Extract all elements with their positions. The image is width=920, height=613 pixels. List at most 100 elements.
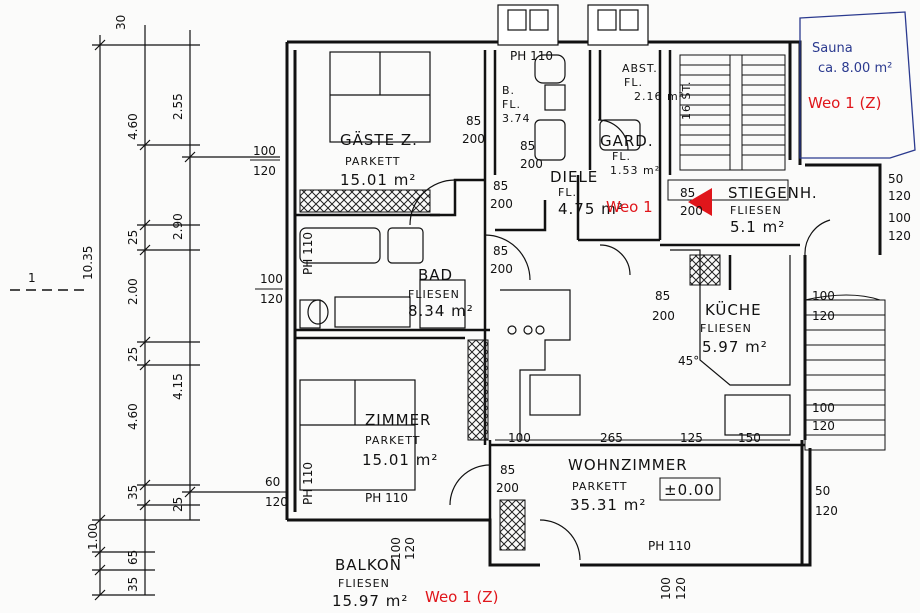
svg-text:GARD.: GARD. (600, 132, 654, 150)
axis-label: 1 (28, 271, 36, 285)
svg-text:±0.00: ±0.00 (664, 481, 715, 499)
svg-text:KÜCHE: KÜCHE (705, 300, 762, 319)
room-diele: DIELE FL. 4.75 m² (550, 168, 624, 218)
svg-text:100: 100 (508, 431, 531, 445)
svg-text:15.01 m²: 15.01 m² (340, 171, 416, 189)
room-balkon: BALKON FLIESEN 15.97 m² (332, 556, 407, 610)
svg-text:FLIESEN: FLIESEN (408, 288, 460, 301)
svg-text:FL.: FL. (612, 150, 631, 163)
svg-text:5.1 m²: 5.1 m² (730, 218, 785, 236)
svg-text:FL.: FL. (624, 76, 643, 89)
svg-text:100: 100 (253, 144, 276, 158)
dim-seg-100: 1.00 (86, 523, 100, 550)
sauna-tag: Weo 1 (Z) (808, 94, 881, 112)
svg-text:200: 200 (490, 197, 513, 211)
svg-text:PH 110: PH 110 (301, 232, 315, 275)
svg-text:100: 100 (389, 537, 403, 560)
svg-text:ZIMMER: ZIMMER (365, 411, 431, 429)
svg-text:B.: B. (502, 84, 515, 97)
svg-text:200: 200 (680, 204, 703, 218)
room-wc: B. FL. 3.74 (502, 84, 531, 125)
sauna-annex: Sauna ca. 8.00 m² Weo 1 (Z) (799, 11, 916, 159)
door-dims: 85 200 85 200 85 200 85 200 85 200 85 20… (462, 114, 703, 495)
wohnzimmer-dims: 100 265 125 150 (495, 431, 790, 445)
svg-text:150: 150 (738, 431, 761, 445)
dim-seg-460b: 4.60 (126, 403, 140, 430)
svg-text:PARKETT: PARKETT (365, 434, 421, 447)
dim-seg-415: 4.15 (171, 373, 185, 400)
svg-text:2.16 m²: 2.16 m² (634, 90, 684, 103)
dim-seg-65: 65 (126, 550, 140, 565)
room-zimmer: ZIMMER PARKETT 15.01 m² (362, 411, 438, 469)
svg-text:1.53 m²: 1.53 m² (610, 164, 660, 177)
dim-seg-460a: 4.60 (126, 113, 140, 140)
dim-seg-25b: 25 (126, 347, 140, 362)
svg-text:120: 120 (888, 189, 911, 203)
svg-text:PH 110: PH 110 (301, 462, 315, 505)
svg-text:85: 85 (655, 289, 670, 303)
right-dims: 50 120 100 120 100 120 100 120 50 120 (812, 172, 911, 518)
room-gard: GARD. FL. 1.53 m² (600, 132, 660, 177)
bottom-dims: 100 120 100 120 (389, 537, 688, 600)
svg-text:125: 125 (680, 431, 703, 445)
sauna-label: Sauna (812, 41, 853, 56)
svg-text:GÄSTE Z.: GÄSTE Z. (340, 130, 418, 149)
stair-label: 16 ST. (680, 81, 693, 120)
svg-text:FL.: FL. (558, 186, 577, 199)
svg-text:85: 85 (493, 179, 508, 193)
entrance-arrow-icon (688, 188, 712, 216)
top-windows (497, 4, 649, 46)
kitchen-counters (500, 249, 791, 440)
svg-text:DIELE: DIELE (550, 168, 598, 186)
svg-text:FLIESEN: FLIESEN (338, 577, 390, 590)
svg-text:FLIESEN: FLIESEN (700, 322, 752, 335)
dim-seg-25a: 25 (126, 230, 140, 245)
svg-text:200: 200 (490, 262, 513, 276)
svg-text:120: 120 (815, 504, 838, 518)
svg-text:100: 100 (260, 272, 283, 286)
svg-text:BALKON: BALKON (335, 556, 402, 574)
svg-text:60: 60 (265, 475, 280, 489)
svg-text:8.34 m²: 8.34 m² (408, 302, 474, 320)
svg-text:FL.: FL. (502, 98, 521, 111)
svg-text:85: 85 (500, 463, 515, 477)
svg-text:50: 50 (888, 172, 903, 186)
section-axis-marker: 1 (10, 271, 90, 291)
dim-outer-total: 10.35 (81, 246, 95, 280)
svg-text:200: 200 (462, 132, 485, 146)
dim-seg-35a: 35 (126, 485, 140, 500)
dim-seg-35b: 35 (126, 577, 140, 592)
room-wohnzimmer: WOHNZIMMER PARKETT 35.31 m² ±0.00 (568, 456, 721, 514)
dim-seg-200: 2.00 (126, 278, 140, 305)
svg-text:120: 120 (403, 537, 417, 560)
weo-bottom-label: Weo 1 (Z) (425, 588, 498, 606)
svg-text:FLIESEN: FLIESEN (730, 204, 782, 217)
svg-text:3.74: 3.74 (502, 112, 531, 125)
svg-text:265: 265 (600, 431, 623, 445)
svg-text:120: 120 (253, 164, 276, 178)
left-dimension-labels: 30 10.35 4.60 2.55 2.90 25 2.00 25 4.15 … (81, 15, 185, 592)
svg-text:120: 120 (265, 495, 288, 509)
svg-text:120: 120 (674, 577, 688, 600)
room-abst: ABST. FL. 2.16 m² (622, 62, 684, 103)
svg-text:85: 85 (466, 114, 481, 128)
svg-text:15.01 m²: 15.01 m² (362, 451, 438, 469)
svg-text:5.97 m²: 5.97 m² (702, 338, 768, 356)
svg-text:PARKETT: PARKETT (345, 155, 401, 168)
bed-zimmer (299, 379, 416, 491)
dim-seg-255: 2.55 (171, 93, 185, 120)
dim-top: 30 (114, 15, 128, 30)
svg-text:PARKETT: PARKETT (572, 480, 628, 493)
window-dims-left: 100 120 100 120 60 120 (250, 144, 288, 509)
staircase (679, 54, 886, 451)
svg-text:200: 200 (496, 481, 519, 495)
svg-text:4.75 m²: 4.75 m² (558, 200, 624, 218)
svg-text:BAD: BAD (418, 266, 453, 284)
wc-fixtures (534, 54, 641, 161)
svg-text:PH 110: PH 110 (510, 49, 553, 63)
svg-text:WOHNZIMMER: WOHNZIMMER (568, 456, 688, 474)
svg-text:200: 200 (652, 309, 675, 323)
hatch-strips (299, 179, 789, 551)
svg-text:ABST.: ABST. (622, 62, 658, 75)
